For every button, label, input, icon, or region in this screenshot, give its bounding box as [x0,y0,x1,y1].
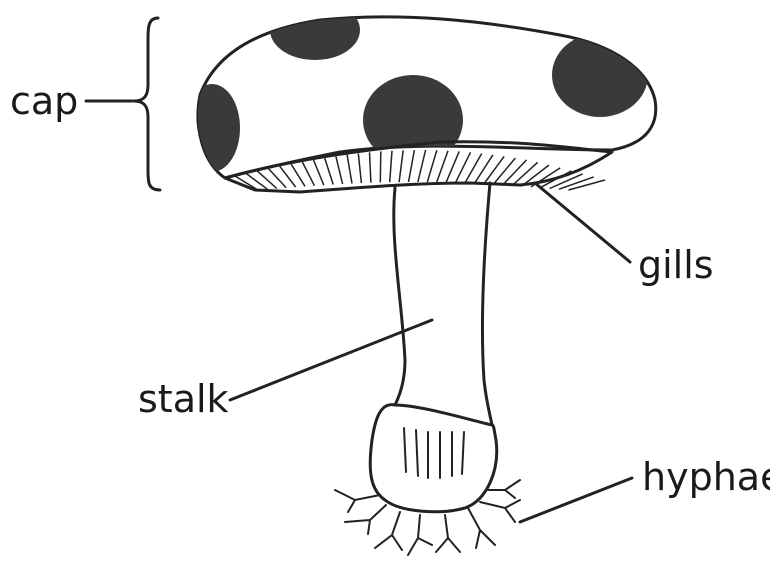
gill-line [409,150,415,182]
gill-line [484,156,504,184]
gill-line [503,160,527,185]
gill-line [493,158,515,184]
hyphae-leader [520,478,632,522]
gill-line [370,152,371,182]
stalk-base [370,405,497,512]
cap-spots [184,0,648,172]
gill-line [418,150,426,182]
gill-line [437,151,448,183]
hyphae [335,480,520,555]
gills-leader [535,183,630,262]
hyphae-label: hyphae [642,455,770,499]
gill-line [399,150,403,182]
gills-label: gills [638,243,714,287]
gill-line [427,150,437,182]
cap-label: cap [10,79,78,123]
gill-line [474,155,493,184]
gill-line [358,154,361,184]
stalk-label: stalk [138,377,229,421]
cap [184,0,656,178]
stalk-outline [394,183,492,425]
cap-spot [270,0,360,60]
cap-spot [184,84,240,172]
gill-line [302,162,314,186]
gill-line [336,156,343,184]
gill-line [325,158,334,184]
stalk [370,183,497,512]
gill-line [314,160,324,185]
cap-brace [134,18,160,190]
gill-line [390,151,392,183]
gill-line [569,180,606,190]
gill-line [347,155,352,184]
hyphae-roots [335,480,520,555]
ring-lines [404,428,464,478]
gill-line [380,151,381,182]
